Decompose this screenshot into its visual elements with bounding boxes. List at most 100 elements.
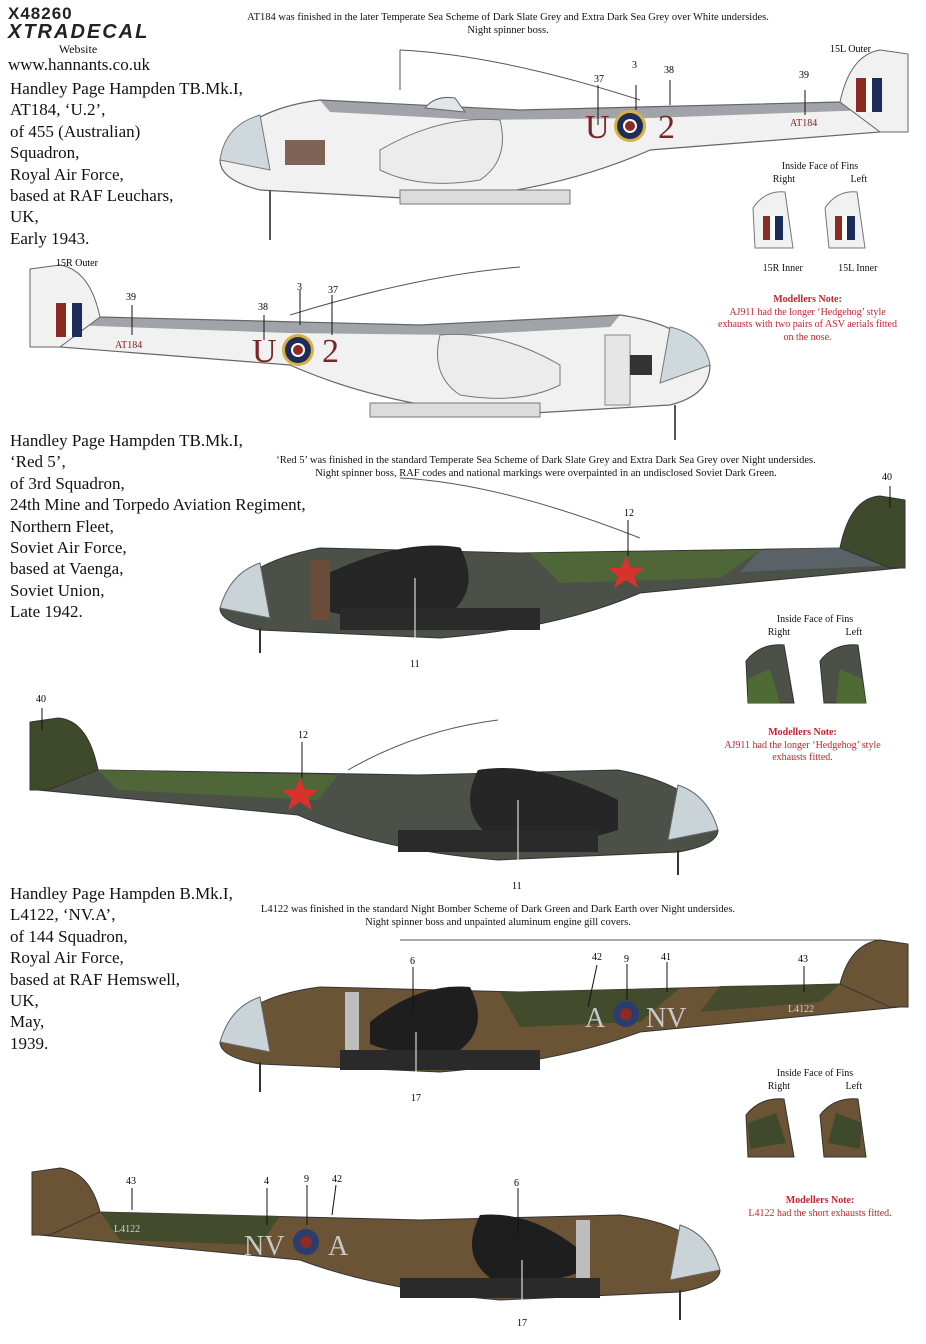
code-letter-left: U — [585, 109, 610, 146]
scheme-note-line: ‘Red 5’ was finished in the standard Tem… — [276, 455, 816, 466]
note-title: Modellers Note: — [768, 727, 837, 738]
title-line: Handley Page Hampden B.Mk.I, — [10, 884, 233, 903]
code-letter-right: 2 — [658, 109, 675, 146]
product-code: X48260 — [8, 4, 73, 23]
title-line: Soviet Air Force, — [10, 538, 127, 558]
code-letter-right: 2 — [322, 333, 339, 370]
fins-title: Inside Face of Fins — [776, 614, 854, 625]
scheme-note-3: L4122 was finished in the standard Night… — [248, 904, 748, 929]
brand-header: X48260 XTRADECAL Website www.hannants.co… — [8, 4, 168, 75]
callout: 38 — [258, 302, 268, 313]
modellers-note-2: Modellers Note: AJ911 had the longer ‘He… — [700, 727, 905, 765]
title-line: May, — [10, 1012, 45, 1032]
modellers-note-1: Modellers Note: AJ911 had the longer ‘He… — [700, 294, 915, 344]
title-line: UK, — [10, 991, 39, 1011]
callout: 38 — [664, 65, 674, 76]
fin-outer-label: 15L Outer — [830, 44, 872, 55]
scheme-note-1: AT184 was finished in the later Temperat… — [218, 12, 798, 37]
aircraft-profile-at184-port: U 2 AT184 37 3 38 39 15L Outer — [219, 44, 909, 240]
serial-number: L4122 — [788, 1004, 814, 1015]
title-line: Squadron, — [10, 143, 80, 163]
callout: 3 — [632, 60, 637, 71]
fin-inner-right: 15R Inner — [762, 263, 803, 274]
callout: 37 — [328, 285, 338, 296]
inside-fins-drawing — [745, 644, 867, 704]
aircraft-title-3: Handley Page Hampden B.Mk.I, L4122, ‘NV.… — [10, 883, 260, 1054]
scheme-note-line: Night spinner boss and unpainted aluminu… — [365, 916, 631, 928]
callout: 9 — [304, 1174, 309, 1185]
callout: 9 — [624, 954, 629, 965]
title-line: Royal Air Force, — [10, 948, 124, 968]
fins-headers: Right Left — [740, 1081, 890, 1094]
callout: 37 — [594, 74, 604, 85]
fins-inner-labels: 15R Inner 15L Inner — [745, 263, 895, 276]
serial-number: L4122 — [114, 1224, 140, 1235]
fin-left-label: Left — [850, 173, 868, 185]
callout: 6 — [410, 956, 415, 967]
inside-fins-drawing — [752, 191, 866, 249]
callout: 42 — [592, 952, 602, 963]
note-line: on the nose. — [783, 331, 832, 343]
callout: 39 — [126, 292, 136, 303]
title-line: 24th Mine and Torpedo Aviation Regiment, — [10, 495, 306, 515]
callout: 17 — [411, 1093, 421, 1104]
note-line: L4122 had the short exhausts fitted. — [748, 1207, 892, 1219]
scheme-note-line: L4122 was finished in the standard Night… — [260, 904, 736, 915]
title-line: based at RAF Hemswell, — [10, 969, 180, 989]
fin-left-label: Left — [845, 1080, 863, 1092]
aircraft-profile-at184-starboard: U 2 AT184 39 38 3 37 15R Outer — [29, 258, 711, 440]
scheme-note-line: Night spinner boss, RAF codes and nation… — [315, 467, 777, 479]
fin-right-label: Right — [767, 1080, 790, 1092]
serial-number: AT184 — [790, 118, 817, 129]
title-line: Royal Air Force, — [10, 164, 124, 184]
code-letter-right: NV — [646, 1003, 686, 1034]
note-title: Modellers Note: — [785, 1195, 855, 1206]
title-line: Northern Fleet, — [10, 516, 114, 536]
title-line: AT184, ‘U.2’, — [10, 100, 106, 120]
callout: 6 — [514, 1178, 519, 1189]
title-line: Early 1943. — [10, 228, 90, 248]
code-letter-left: A — [585, 1003, 606, 1034]
inside-fins-drawing — [745, 1098, 867, 1158]
fin-right-label: Right — [772, 173, 795, 185]
callout: 12 — [624, 508, 634, 519]
fins-headers: Right Left — [740, 627, 890, 640]
fins-title: Inside Face of Fins — [781, 161, 859, 172]
callout: 42 — [332, 1174, 342, 1185]
callout: 12 — [298, 730, 308, 741]
aircraft-profile-l4122-port: A NV L4122 6 42 9 41 43 17 — [219, 939, 909, 1104]
aircraft-profile-l4122-starboard: NV A L4122 43 4 9 42 6 17 — [31, 1167, 721, 1329]
aircraft-title-1: Handley Page Hampden TB.Mk.I, AT184, ‘U.… — [10, 78, 270, 249]
callout: 4 — [264, 1176, 269, 1187]
aircraft-profile-red5-port: 12 11 40 — [219, 472, 906, 668]
callout: 11 — [410, 659, 420, 668]
code-letter-right: NV — [244, 1231, 284, 1262]
callout: 43 — [798, 954, 808, 965]
inside-fins-1: Inside Face of Fins Right Left 15R Inner… — [745, 161, 895, 276]
fin-left-label: Left — [845, 626, 863, 638]
note-line: exhausts fitted. — [772, 752, 833, 763]
title-line: ‘Red 5’, — [10, 452, 66, 472]
note-line: exhausts with two pairs of ASV aerials f… — [718, 319, 897, 330]
website-label: Website — [58, 42, 98, 56]
title-line: Handley Page Hampden TB.Mk.I, — [10, 431, 243, 450]
title-line: Soviet Union, — [10, 580, 105, 600]
callout: 39 — [799, 70, 809, 81]
title-line: 1939. — [10, 1033, 49, 1053]
inside-fins-2: Inside Face of Fins Right Left — [740, 614, 890, 714]
fins-headers: Right Left — [745, 174, 895, 187]
title-line: of 455 (Australian) — [10, 121, 141, 141]
callout: 40 — [882, 472, 892, 483]
fin-inner-left: 15L Inner — [838, 263, 878, 274]
aircraft-title-2: Handley Page Hampden TB.Mk.I, ‘Red 5’, o… — [10, 430, 340, 623]
callout: 41 — [661, 952, 671, 963]
brand-name: XTRADECAL — [8, 21, 150, 43]
title-line: Late 1942. — [10, 602, 83, 622]
scheme-note-line: Night spinner boss. — [467, 24, 549, 36]
title-line: UK, — [10, 207, 39, 227]
inside-fins-3: Inside Face of Fins Right Left — [740, 1068, 890, 1168]
note-line: AJ911 had the longer ‘Hedgehog’ style — [729, 306, 886, 318]
title-line: based at Vaenga, — [10, 559, 124, 579]
title-line: of 144 Squadron, — [10, 926, 128, 946]
callout: 17 — [517, 1318, 527, 1329]
